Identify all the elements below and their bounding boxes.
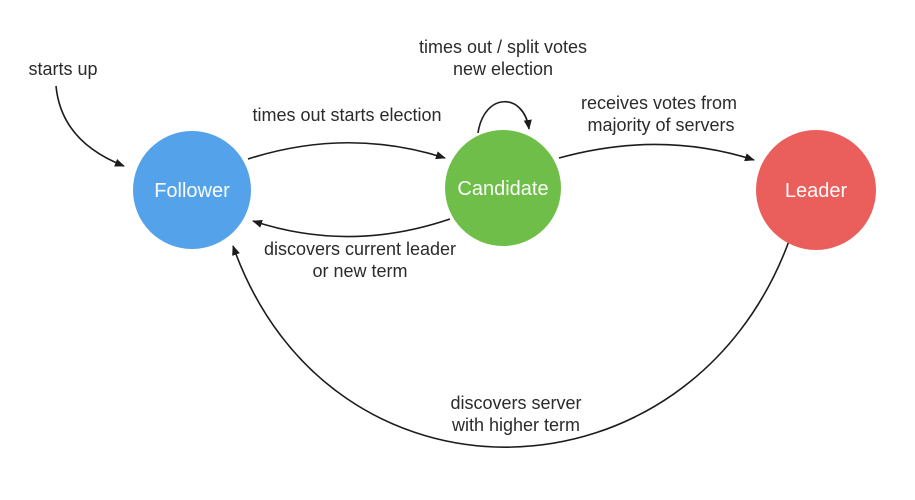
follower-label: Follower [154, 180, 230, 202]
follower-circle [133, 131, 251, 249]
edge-candidate-self-loop-arrow [477, 101, 532, 134]
edge-follower-to-candidate: times out starts election [247, 105, 446, 160]
candidate-circle [445, 130, 561, 246]
edge-leader-to-follower-label-line1: discovers server [450, 393, 581, 413]
edge-candidate-self-loop-label-line1: times out / split votes [419, 37, 587, 57]
edge-candidate-to-follower-arrow [252, 218, 451, 238]
edge-candidate-self-loop: times out / split votes new election [419, 37, 587, 134]
node-candidate: Candidate [445, 130, 561, 246]
edge-leader-to-follower-arrow [232, 240, 790, 448]
edge-candidate-to-follower-label-line2: or new term [312, 261, 407, 281]
leader-circle [756, 130, 876, 250]
edge-candidate-to-follower-label-line1: discovers current leader [264, 239, 456, 259]
node-follower: Follower [133, 131, 251, 249]
edge-follower-to-candidate-arrow [247, 141, 446, 160]
edge-leader-to-follower: discovers server with higher term [232, 240, 790, 448]
edge-starts-up-label: starts up [28, 59, 97, 79]
node-leader: Leader [756, 130, 876, 250]
edge-starts-up-arrow [55, 85, 125, 167]
edge-candidate-to-leader-label-line1: receives votes from [581, 93, 737, 113]
edge-candidate-self-loop-label-line2: new election [453, 59, 553, 79]
edge-candidate-to-follower: discovers current leader or new term [252, 218, 456, 281]
leader-label: Leader [785, 180, 848, 202]
edge-candidate-to-leader-arrow [558, 143, 755, 162]
edge-candidate-to-leader-label-line2: majority of servers [587, 115, 734, 135]
edge-candidate-to-leader: receives votes from majority of servers [558, 93, 755, 162]
candidate-label: Candidate [457, 178, 548, 200]
edge-follower-to-candidate-label: times out starts election [252, 105, 441, 125]
edge-leader-to-follower-label-line2: with higher term [451, 415, 580, 435]
edge-starts-up: starts up [28, 59, 125, 167]
